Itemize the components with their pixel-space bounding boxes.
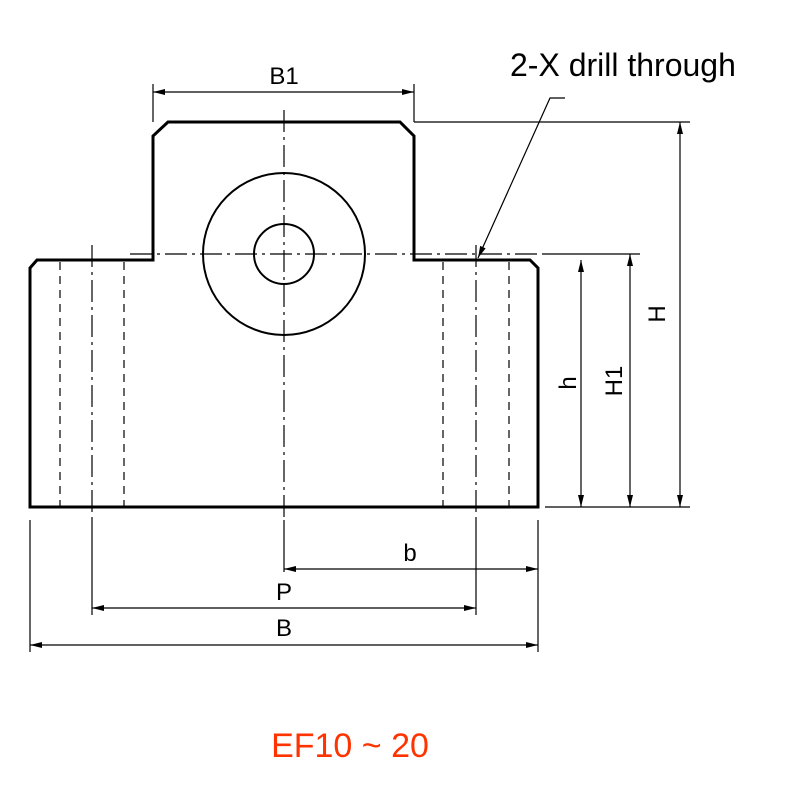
label-b: B <box>276 615 292 642</box>
label-p: P <box>276 579 292 606</box>
body-outline <box>28 120 540 509</box>
drill-note-leader <box>477 97 565 259</box>
extension-lines <box>29 84 690 652</box>
drill-note: 2-X drill through <box>510 47 736 83</box>
dimension-lines <box>30 89 683 648</box>
model-label: EF10 ~ 20 <box>271 727 429 765</box>
label-b1: B1 <box>269 63 298 90</box>
center-lines <box>91 110 545 520</box>
label-h1: H1 <box>601 366 628 397</box>
label-h-lower: h <box>555 376 582 389</box>
label-b-half: b <box>403 540 416 567</box>
label-h: H <box>644 305 671 322</box>
